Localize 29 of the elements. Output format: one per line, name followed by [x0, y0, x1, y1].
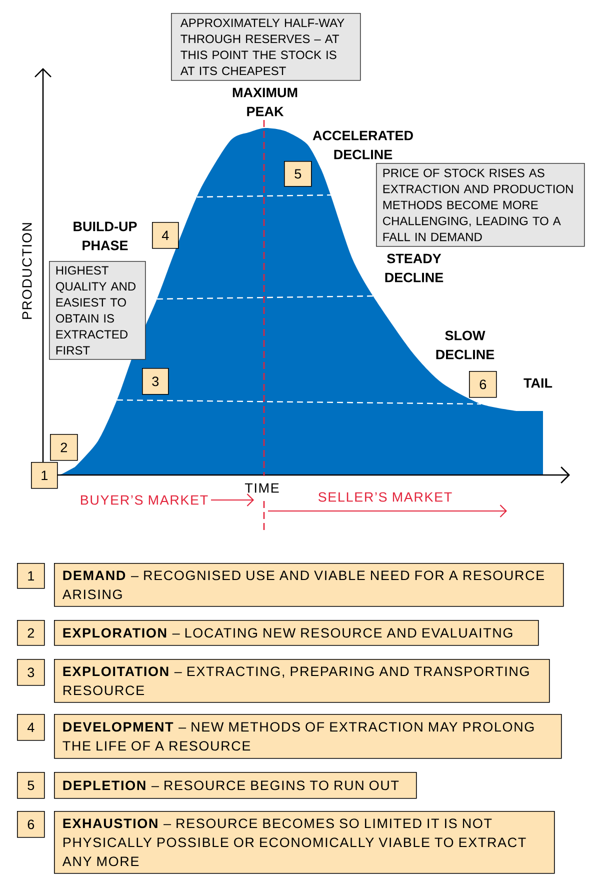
callout-box: PRICE OF STOCK RISES AS EXTRACTION AND PRODUCTION METHODS BECOME MORE CHALLENGING, LEADING TO A FALL IN DEMAND	[376, 163, 585, 247]
market-label: SELLER’S MARKET	[318, 492, 452, 502]
stage-number-box: 6	[17, 811, 45, 838]
phase-label: SLOW DECLINE	[436, 330, 494, 360]
callout-box: APPROXIMATELY HALF-WAY THROUGH RESERVES – AT THIS POINT THE STOCK IS AT ITS CHEAPEST	[171, 13, 361, 81]
axis-label: TIME	[244, 483, 279, 493]
description-box: DEMAND – RECOGNISED USE AND VIABLE NEED FOR A RESOURCE ARISING	[54, 563, 564, 607]
stage-number-box: 2	[50, 434, 78, 461]
stage-number-box: 2	[17, 620, 45, 646]
stage-number-box: 3	[142, 368, 169, 395]
callout-box: HIGHEST QUALITY AND EASIEST TO OBTAIN IS EXTRACTED FIRST	[49, 261, 146, 360]
stage-number-box: 6	[469, 371, 497, 398]
phase-label: ACCELERATED DECLINE	[312, 130, 413, 160]
stage-number-box: 5	[284, 161, 312, 187]
description-box: EXPLORATION – LOCATING NEW RESOURCE AND EVALUAITNG	[54, 620, 539, 646]
description-box: EXHAUSTION – RESOURCE BECOMES SO LIMITED IT IS NOT PHYSICALLY POSSIBLE OR ECONOMICALLY VIABLE TO EXTRACT ANY MORE	[54, 811, 555, 874]
phase-label: BUILD-UP PHASE	[74, 222, 137, 250]
stage-number-box: 3	[17, 659, 45, 686]
stage-number-box: 4	[17, 714, 45, 741]
stage-number-box: 4	[152, 222, 179, 249]
stage-number-box: 5	[17, 772, 45, 799]
description-box: EXPLOITATION – EXTRACTING, PREPARING AND TRANSPORTING RESOURCE	[54, 659, 550, 703]
phase-label: TAIL	[524, 378, 552, 388]
stage-number-box: 1	[31, 462, 58, 489]
axis-label: PRODUCTION	[22, 223, 32, 319]
stage-number-box: 1	[17, 563, 45, 589]
description-box: DEPLETION – RESOURCE BEGINS TO RUN OUT	[54, 772, 417, 799]
description-box: DEVELOPMENT – NEW METHODS OF EXTRACTION MAY PROLONG THE LIFE OF A RESOURCE	[54, 714, 562, 759]
market-label: BUYER’S MARKET	[81, 495, 208, 505]
